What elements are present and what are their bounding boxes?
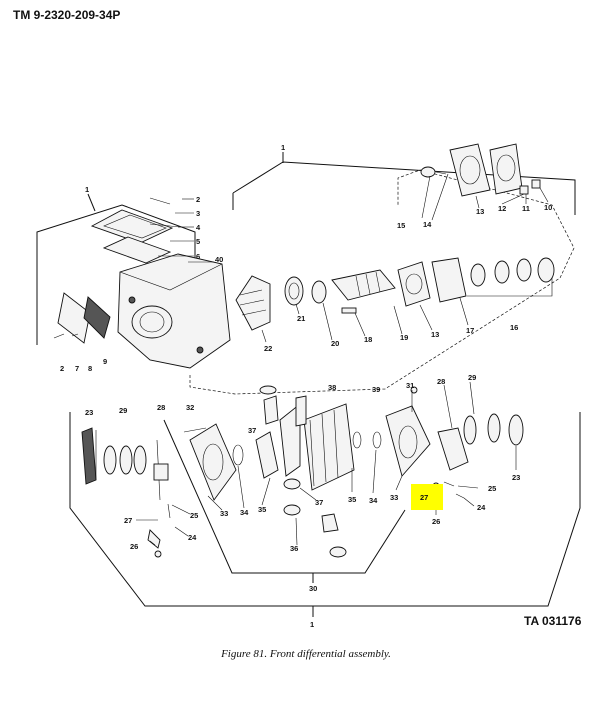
callout: 28 xyxy=(437,377,445,386)
callout: 32 xyxy=(186,403,194,412)
callout: 34 xyxy=(240,508,249,517)
callout: 31 xyxy=(406,381,414,390)
callout: 23 xyxy=(512,473,520,482)
callout: 40 xyxy=(215,255,223,264)
callout: 37 xyxy=(248,426,256,435)
callout: 38 xyxy=(328,383,336,392)
callout: 18 xyxy=(364,335,372,344)
callout: 27 xyxy=(124,516,132,525)
callout: 4 xyxy=(196,223,201,232)
housing-group xyxy=(53,197,231,369)
callout: 37 xyxy=(315,498,323,507)
callout: 26 xyxy=(130,542,138,551)
callout: 22 xyxy=(264,344,272,353)
callout: 6 xyxy=(196,252,200,261)
callout: 23 xyxy=(85,408,93,417)
callout: 21 xyxy=(297,314,305,323)
callout: 28 xyxy=(157,403,165,412)
callout: 1 xyxy=(85,185,89,194)
callout: 25 xyxy=(190,511,198,520)
callout: 25 xyxy=(488,484,496,493)
callout: 35 xyxy=(348,495,356,504)
callout: 9 xyxy=(103,357,107,366)
bearing-group-left xyxy=(81,427,171,558)
callout: 35 xyxy=(258,505,266,514)
callout: 11 xyxy=(522,204,530,213)
callout: 12 xyxy=(498,204,506,213)
callout: 36 xyxy=(290,544,298,553)
callout: 2 xyxy=(196,195,200,204)
callout: 14 xyxy=(423,220,432,229)
callout: 2 xyxy=(60,364,64,373)
callout: 29 xyxy=(468,373,476,382)
figure-caption: Figure 81. Front differential assembly. xyxy=(221,648,391,660)
callout: 1 xyxy=(310,620,314,629)
callout: 1 xyxy=(281,143,285,152)
leader-lines xyxy=(136,173,549,546)
callout: 10 xyxy=(544,203,552,212)
ta-number: TA 031176 xyxy=(524,614,582,628)
callout: 19 xyxy=(400,333,408,342)
callout: 29 xyxy=(119,406,127,415)
callout: 17 xyxy=(466,326,474,335)
callout: 7 xyxy=(75,364,79,373)
callout: 13 xyxy=(431,330,439,339)
highlight-marker xyxy=(411,484,443,510)
callout: 26 xyxy=(432,517,440,526)
pinion-group xyxy=(235,257,555,331)
callout: 33 xyxy=(390,493,398,502)
callout: 8 xyxy=(88,364,92,373)
differential-case-group xyxy=(183,385,431,558)
callout: 3 xyxy=(196,209,200,218)
callout: 20 xyxy=(331,339,339,348)
callout: 39 xyxy=(372,385,380,394)
callout: 13 xyxy=(476,207,484,216)
tm-number: TM 9-2320-209-34P xyxy=(13,8,121,22)
callout-numbers: 1 1 1 2 3 4 5 6 40 2 7 8 9 22 21 20 18 1… xyxy=(60,143,552,629)
callout: 30 xyxy=(309,584,317,593)
cover-group xyxy=(420,143,541,197)
callout: 5 xyxy=(196,237,200,246)
callout: 34 xyxy=(369,496,378,505)
callout: 16 xyxy=(510,323,518,332)
callout: 24 xyxy=(477,503,486,512)
callout-highlighted: 27 xyxy=(420,493,428,502)
callout: 33 xyxy=(220,509,228,518)
callout: 15 xyxy=(397,221,405,230)
callout: 24 xyxy=(188,533,197,542)
